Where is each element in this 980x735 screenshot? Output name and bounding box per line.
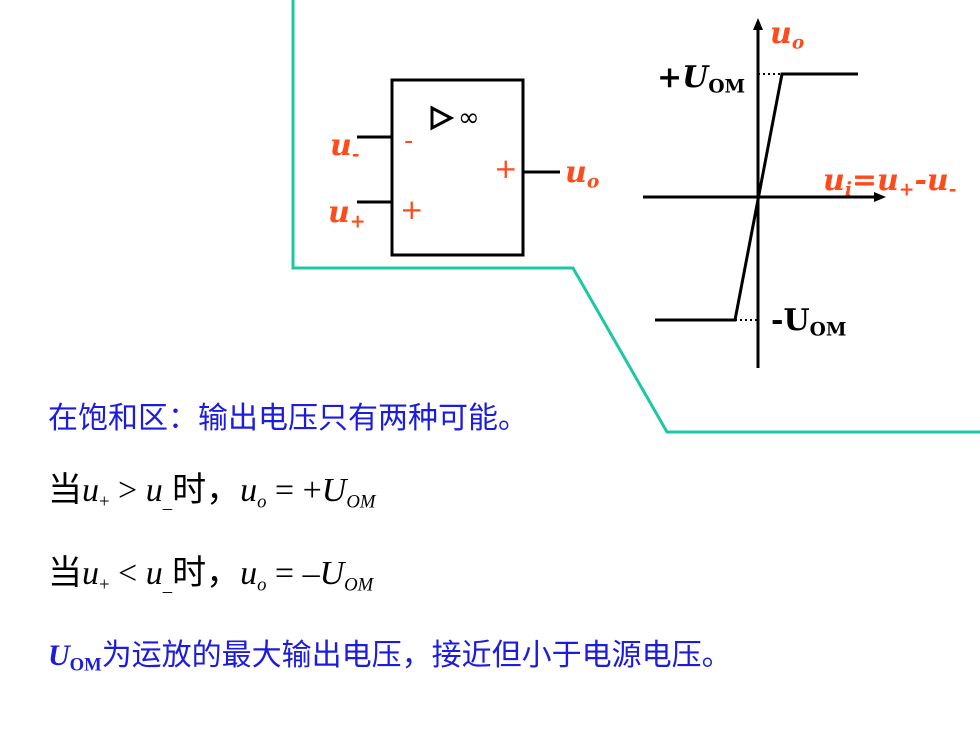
input-minus-label: u- bbox=[330, 128, 360, 166]
saturation-region-title: 在饱和区：输出电压只有两种可能。 bbox=[48, 401, 528, 436]
inverting-input-sign: - bbox=[404, 126, 414, 156]
x-axis-label: ui=u+-u- bbox=[823, 163, 957, 201]
condition-positive: 当u+ > u_时，uo = +UOM bbox=[48, 472, 376, 513]
condition-negative: 当u+ < u_时，uo = –UOM bbox=[48, 555, 374, 596]
output-label: uo bbox=[565, 155, 600, 193]
uom-note: UOM为运放的最大输出电压，接近但小于电源电压。 bbox=[48, 638, 732, 676]
x-axis-arrow-icon bbox=[874, 192, 886, 202]
y-axis-label: uo bbox=[770, 16, 805, 54]
noninverting-input-sign: + bbox=[400, 193, 424, 226]
input-plus-label: u+ bbox=[328, 195, 366, 233]
negative-saturation-label: -UOM bbox=[771, 303, 847, 341]
output-sign: + bbox=[494, 152, 518, 185]
infinity-symbol: ∞ bbox=[458, 103, 480, 133]
amplifier-triangle-icon bbox=[430, 105, 455, 131]
y-axis-arrow-icon bbox=[753, 18, 763, 30]
opamp-box bbox=[390, 78, 525, 257]
transfer-curve bbox=[655, 72, 858, 322]
positive-saturation-label: +UOM bbox=[657, 60, 746, 98]
callout-frame bbox=[291, 0, 980, 434]
